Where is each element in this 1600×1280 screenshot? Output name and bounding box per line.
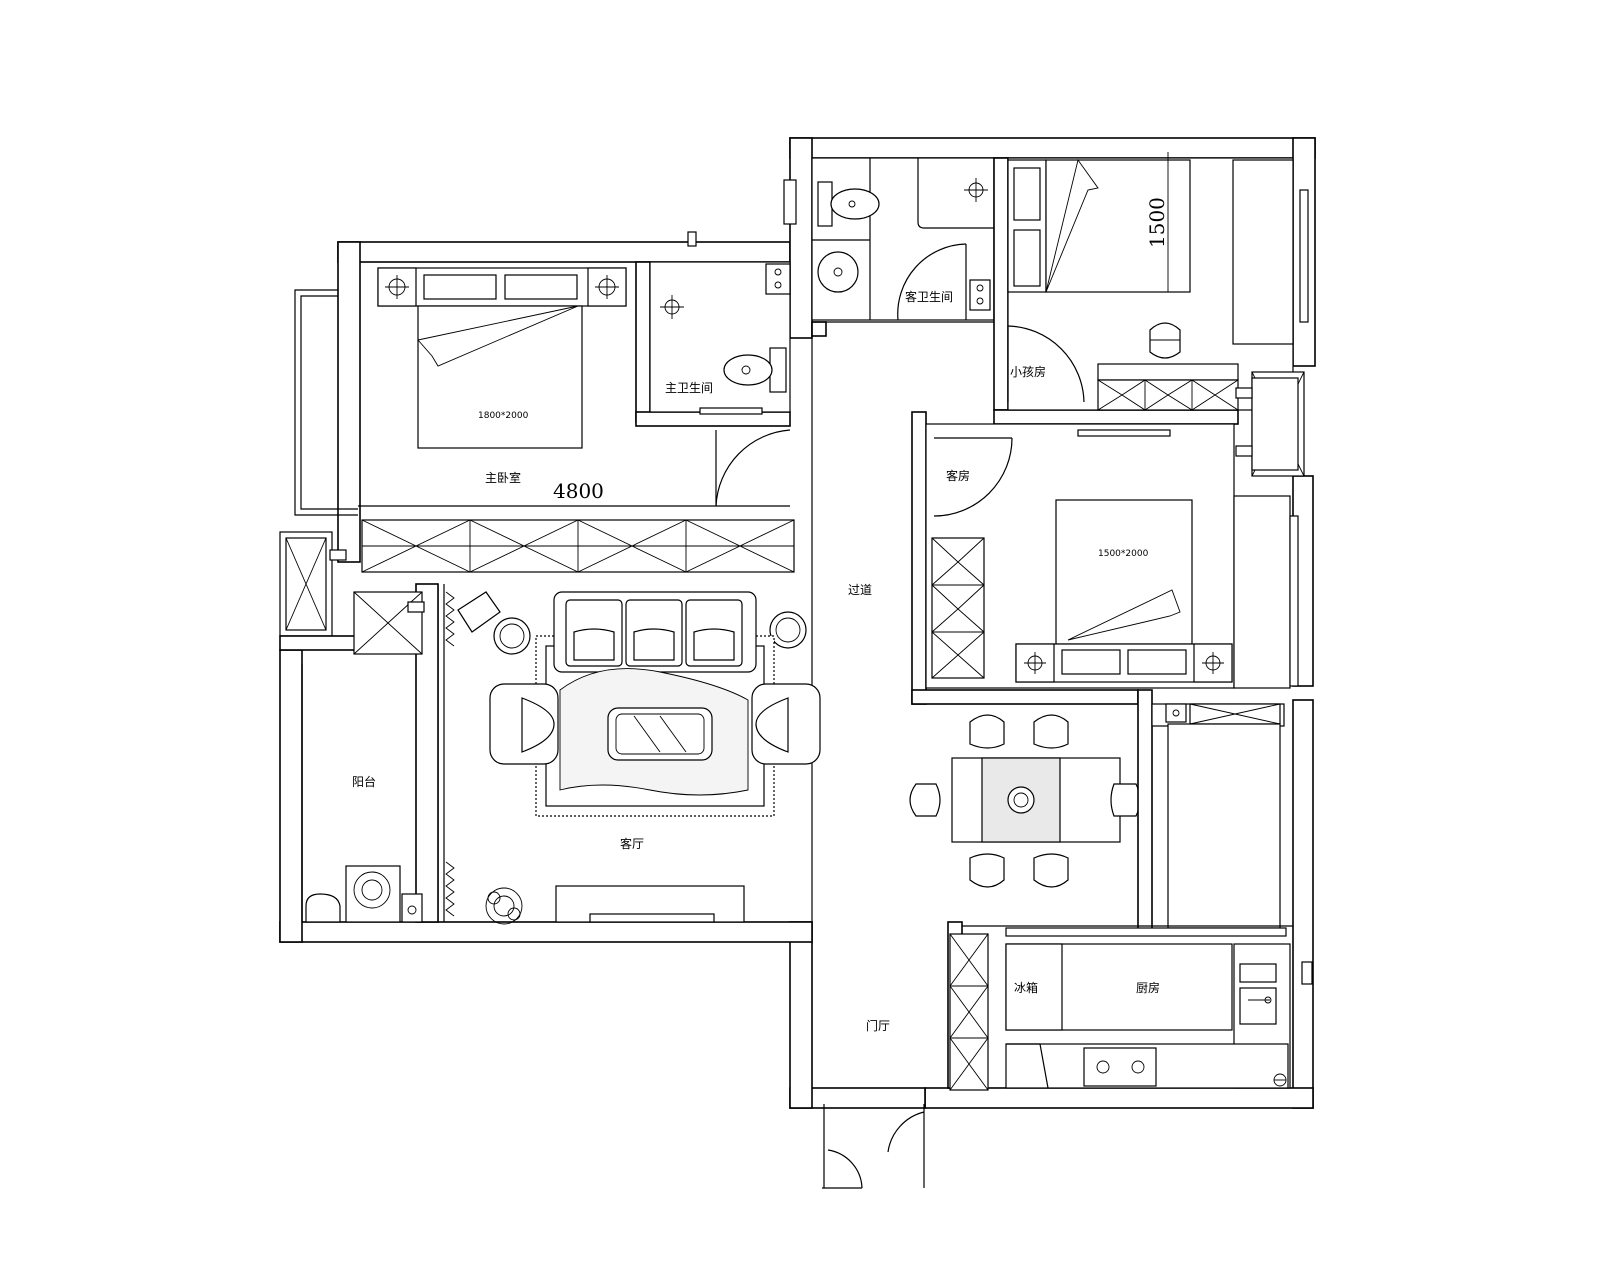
- dimension-1500: 1500: [1145, 197, 1169, 248]
- entrance-door[interactable]: [822, 1104, 925, 1189]
- label-master-bedroom: 主卧室: [485, 470, 521, 485]
- kitchen-faucet-icon: [1273, 1073, 1287, 1087]
- master-bed: 1800*2000: [377, 267, 627, 449]
- foyer: 门厅: [822, 933, 989, 1189]
- label-foyer: 门厅: [866, 1018, 890, 1033]
- living-room: 客厅: [437, 584, 821, 925]
- outer-walls: [279, 137, 1316, 1109]
- kids-bed: 1500: [1007, 152, 1191, 293]
- wardrobe-master: [361, 519, 795, 573]
- master-bedroom: 1800*2000 主卧室 4800: [294, 267, 795, 573]
- kids-wardrobe: [1097, 363, 1239, 411]
- balcony: 阳台: [279, 531, 439, 923]
- guest-room: 1500*2000 客房: [911, 411, 1299, 705]
- kids-chair-icon: [1149, 322, 1181, 359]
- dimension-4800: 4800: [553, 479, 604, 503]
- side-cabinet-right: [1235, 371, 1305, 477]
- label-fridge: 冰箱: [1014, 980, 1038, 995]
- coffee-table: [559, 668, 749, 796]
- kitchen: 冰箱 厨房: [947, 921, 1313, 1089]
- guest-bed: 1500*2000: [1015, 499, 1233, 683]
- label-balcony: 阳台: [352, 774, 376, 789]
- tv-cabinet: [555, 885, 745, 923]
- master-bath: 主卫生间: [635, 231, 791, 427]
- toilet-icon: [723, 347, 787, 393]
- dining-chair-icon: [909, 714, 1141, 888]
- washing-machine-icon: [345, 865, 423, 923]
- guest-bed-size: 1500*2000: [1098, 549, 1149, 559]
- label-guest-bath: 客卫生间: [905, 289, 953, 304]
- master-bed-size: 1800*2000: [478, 411, 529, 421]
- label-guest-room: 客房: [946, 468, 970, 483]
- label-kitchen: 厨房: [1136, 980, 1160, 995]
- stove-icon: [1005, 1043, 1289, 1089]
- dining-cabinet: [1137, 689, 1285, 931]
- guest-bath-door[interactable]: [897, 243, 967, 321]
- label-corridor: 过道: [848, 583, 872, 597]
- master-bedroom-door[interactable]: [715, 429, 791, 507]
- shower-head-icon: [660, 295, 684, 319]
- guest-bath: 客卫生间: [783, 157, 995, 321]
- label-master-bath: 主卫生间: [665, 381, 713, 395]
- guest-room-door[interactable]: [933, 437, 1013, 517]
- corridor: 过道: [811, 321, 994, 922]
- sofa-icon: [553, 591, 757, 673]
- kids-room: 1500 小孩房: [993, 152, 1309, 425]
- label-kids-room: 小孩房: [1010, 364, 1046, 379]
- guest-wardrobe: [931, 537, 985, 679]
- plant-icon: [485, 887, 523, 925]
- curtain-icon: [445, 591, 455, 917]
- shoe-cabinet: [949, 933, 989, 1091]
- guest-basin-icon: [817, 251, 859, 293]
- guest-toilet-icon: [817, 181, 880, 227]
- guest-shower-head-icon: [964, 178, 988, 202]
- kids-room-door[interactable]: [1007, 325, 1085, 403]
- armchair-icon: [489, 683, 821, 765]
- label-living-room: 客厅: [620, 836, 644, 851]
- dining-set: [909, 714, 1141, 888]
